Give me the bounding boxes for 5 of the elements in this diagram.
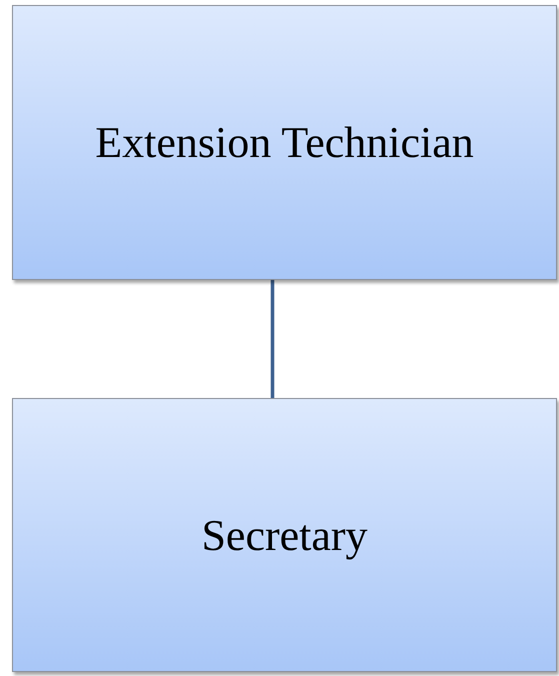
position-box	[12, 5, 557, 280]
position-title: Secretary	[201, 510, 368, 560]
connector-line	[270, 280, 274, 398]
position-title: Extension Technician	[95, 117, 474, 168]
position-box	[12, 398, 557, 672]
